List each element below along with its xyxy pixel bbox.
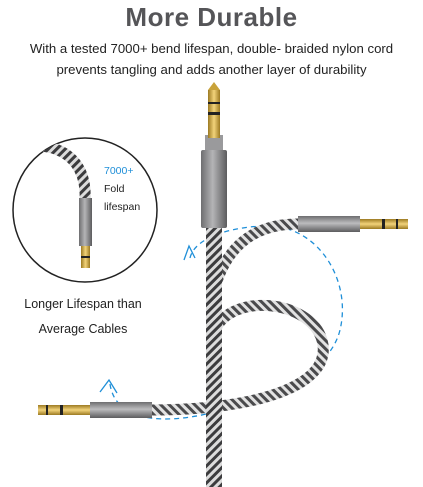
fold-suffix: lifespan <box>104 201 141 213</box>
fold-count: 7000+ <box>104 165 134 177</box>
lifespan-callout: Longer Lifespan than Average Cables <box>8 292 158 342</box>
fold-word: Fold <box>104 183 125 195</box>
main-cable <box>201 82 227 487</box>
callout-line-1: Longer Lifespan than <box>24 297 142 311</box>
inset-circle <box>12 137 158 283</box>
description-line-1: With a tested 7000+ bend lifespan, doubl… <box>29 41 394 56</box>
bend-arrows <box>99 225 344 420</box>
description-line-2: prevents tangling and adds another layer… <box>56 62 367 77</box>
right-cable <box>206 216 408 302</box>
lower-loop-cable <box>38 299 329 418</box>
description: With a tested 7000+ bend lifespan, doubl… <box>0 38 423 80</box>
callout-line-2: Average Cables <box>38 322 128 336</box>
page-title: More Durable <box>125 2 298 32</box>
fold-label: 7000+ Fold lifespan <box>104 162 140 216</box>
